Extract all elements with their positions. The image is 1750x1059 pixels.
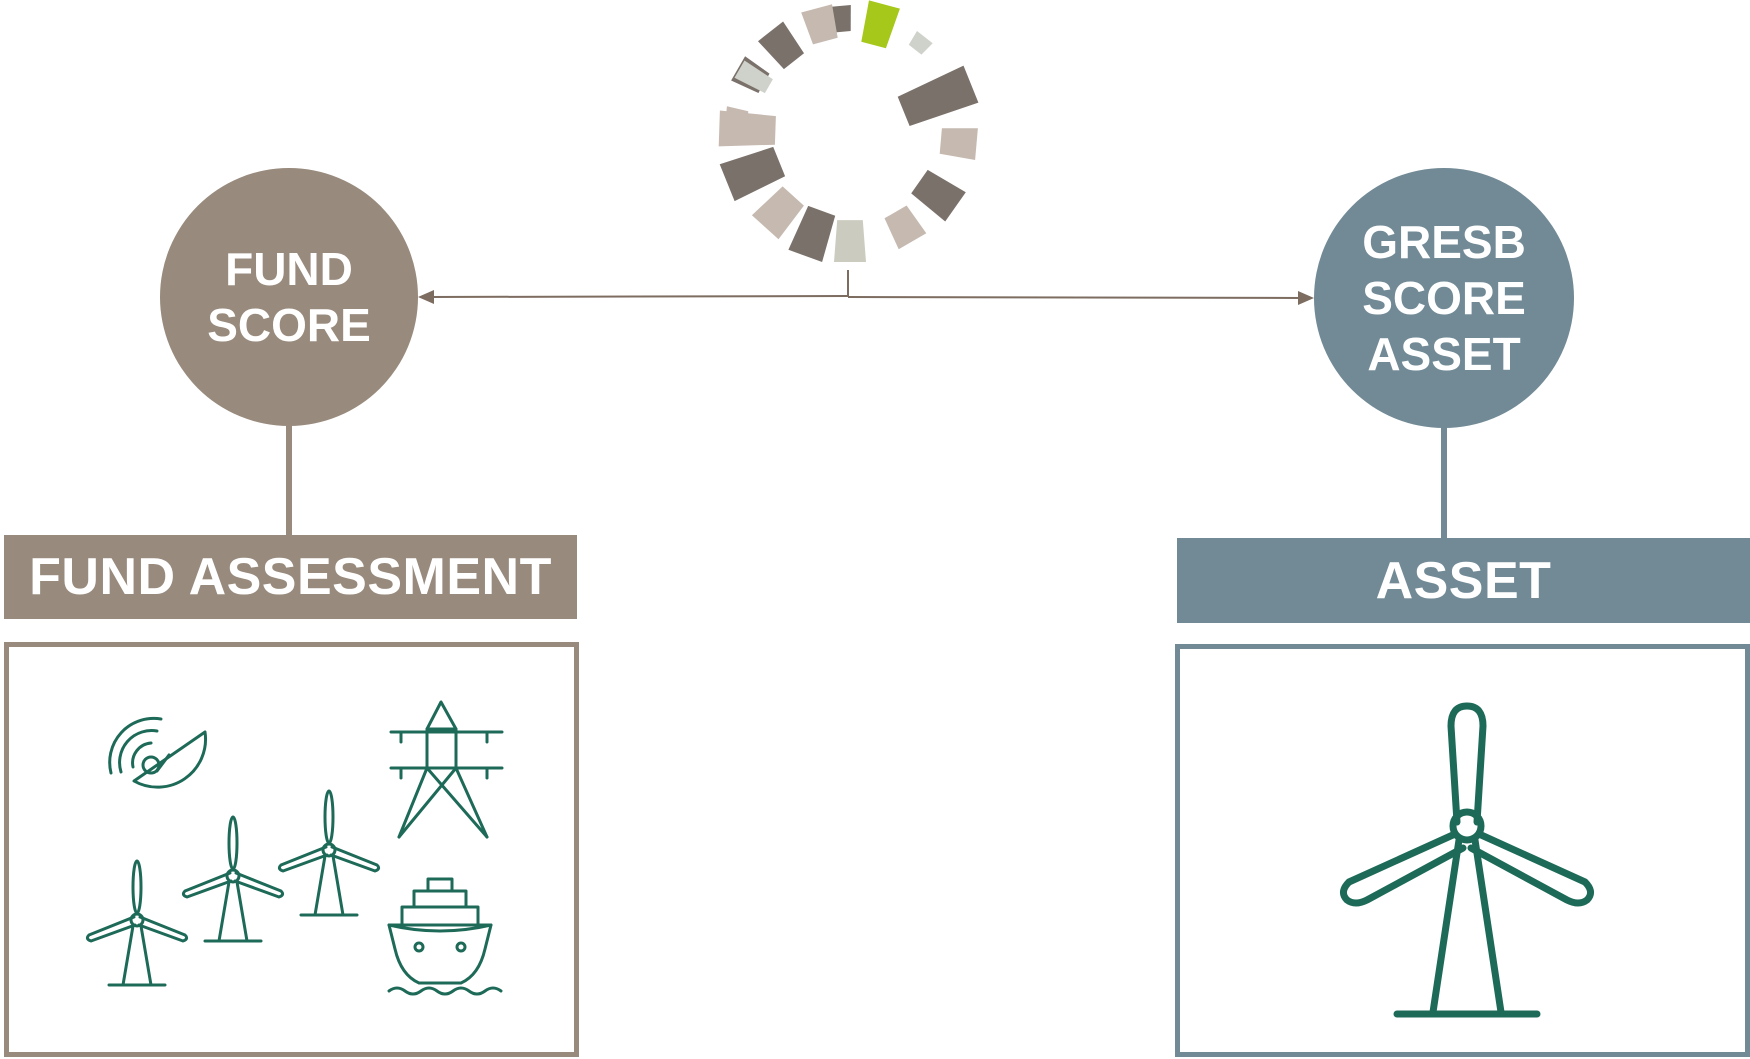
asset-circle-line3: ASSET bbox=[1367, 328, 1521, 380]
gresb-score-asset-circle: GRESB SCORE ASSET bbox=[1314, 168, 1574, 428]
fund-score-circle: FUND SCORE bbox=[160, 168, 418, 426]
asset-panel bbox=[1175, 644, 1750, 1057]
logo-segment bbox=[734, 60, 773, 94]
logo-segment bbox=[911, 169, 966, 222]
fund-icons bbox=[85, 700, 504, 996]
logo-segment bbox=[719, 146, 786, 202]
fund-stem bbox=[286, 425, 292, 535]
asset-stem bbox=[1441, 427, 1447, 540]
logo-segment bbox=[939, 128, 978, 160]
arrowhead-right bbox=[1298, 291, 1314, 305]
wind-turbine-icon bbox=[1340, 702, 1594, 1018]
logo-segment bbox=[758, 21, 804, 70]
asset-bar: ASSET bbox=[1177, 538, 1750, 623]
arrowhead-left bbox=[418, 290, 434, 304]
satellite-dish-icon bbox=[108, 716, 208, 789]
power-pylon-icon bbox=[389, 700, 504, 839]
logo-segment bbox=[718, 110, 776, 147]
fund-score-line2: SCORE bbox=[207, 299, 371, 351]
wind-turbine-icon bbox=[181, 815, 285, 943]
wind-turbine-icon bbox=[85, 859, 189, 987]
logo-segment bbox=[801, 4, 838, 45]
wind-turbine-icon bbox=[277, 789, 381, 917]
fund-assets-panel bbox=[4, 642, 579, 1057]
fund-assessment-bar: FUND ASSESSMENT bbox=[4, 535, 577, 619]
logo-segment bbox=[751, 186, 804, 240]
logo-segment bbox=[788, 205, 836, 262]
asset-circle-line1: GRESB bbox=[1362, 216, 1526, 268]
fund-assessment-label: FUND ASSESSMENT bbox=[29, 548, 552, 606]
asset-circle-line2: SCORE bbox=[1362, 272, 1526, 324]
logo-segment bbox=[897, 65, 979, 126]
ship-icon bbox=[387, 877, 503, 996]
gresb-logo-icon bbox=[718, 0, 979, 262]
logo-segment bbox=[861, 0, 900, 49]
asset-label: ASSET bbox=[1375, 551, 1552, 610]
logo-segment bbox=[834, 220, 866, 262]
logo-segment bbox=[908, 31, 933, 55]
logo-segment bbox=[884, 205, 927, 250]
fund-score-line1: FUND bbox=[225, 243, 353, 295]
